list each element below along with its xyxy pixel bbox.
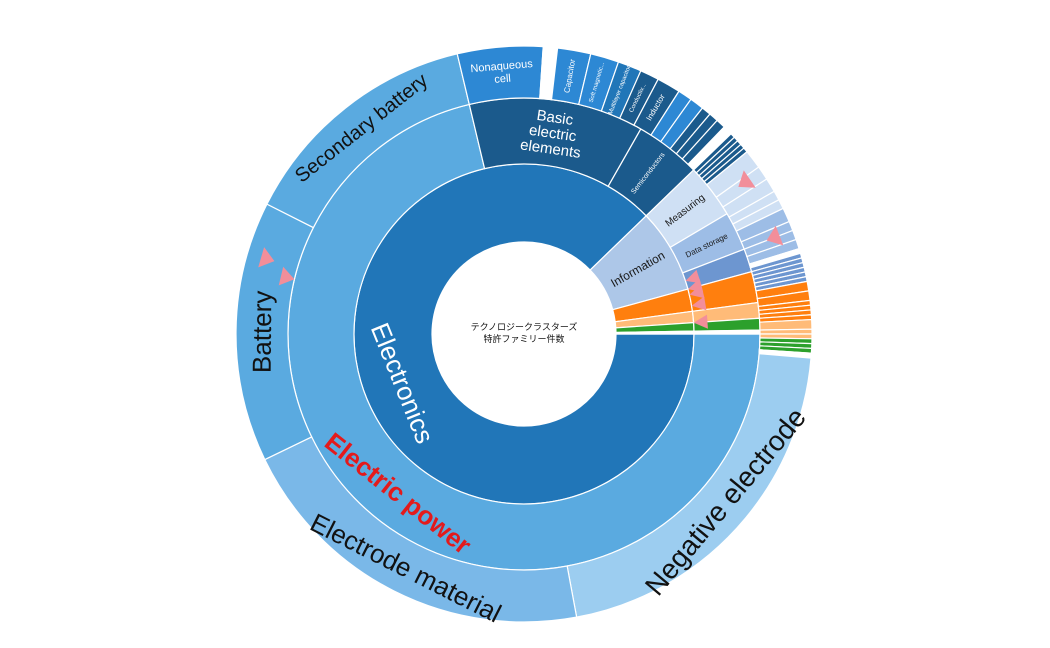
segment-outer-50[interactable] xyxy=(758,349,812,359)
center-hole xyxy=(432,242,616,426)
marker-triangle xyxy=(685,269,701,284)
segments-layer xyxy=(235,45,813,623)
label-outer-nonaqueous-cell: Nonaqueouscell xyxy=(470,58,535,88)
label-middle-basic-electric-elements: Basicelectricelements xyxy=(519,105,586,162)
label-outer-battery: Battery xyxy=(247,290,278,373)
marker-triangle xyxy=(258,247,275,268)
marker-triangle xyxy=(738,170,756,188)
marker-triangle xyxy=(691,296,707,311)
segment-middle-9[interactable] xyxy=(693,329,761,335)
center-title-line-2: 特許ファミリー件数 xyxy=(483,333,564,345)
markers-layer xyxy=(258,170,784,329)
marker-triangle xyxy=(278,266,295,286)
marker-triangle xyxy=(689,284,705,299)
center-title-line-1: テクノロジークラスターズ xyxy=(471,321,578,333)
marker-triangle xyxy=(766,225,784,246)
segment-outer-45[interactable] xyxy=(759,328,813,335)
marker-triangle xyxy=(693,314,708,329)
